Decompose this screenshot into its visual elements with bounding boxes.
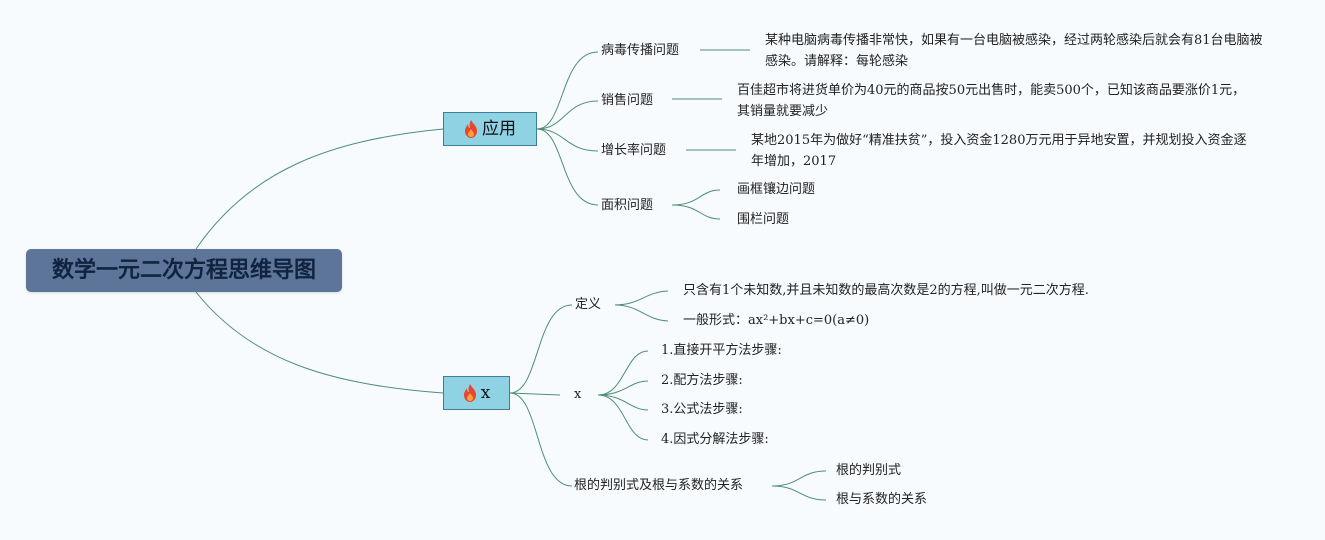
link-app-sales [536,100,599,130]
topic-discriminant[interactable]: 根的判别式 [836,463,902,478]
link-app-virus [536,51,599,130]
topic-virus-spread-detail[interactable]: 某种电脑病毒传播非常快，如果有一台电脑被感染，经过两轮感染后就会有81台电脑被感… [765,33,1263,69]
link-x-def [509,304,573,394]
topic-methods[interactable]: x [574,387,582,402]
branch-application[interactable]: 应用 [443,112,537,146]
link-root-app [195,128,444,250]
link-app-area [536,128,599,206]
link-x-roots [509,392,573,487]
fire-icon [463,384,476,402]
link-app-growth [536,128,599,152]
link-root-x [195,291,444,394]
branch-application-label: 应用 [482,119,516,139]
topic-sales-detail[interactable]: 百佳超市将进货单价为40元的商品按50元出售时，能卖500个，已知该商品要涨价1… [737,83,1246,119]
fire-icon [465,120,477,138]
topic-discriminant-relations[interactable]: 根的判别式及根与系数的关系 [574,478,744,493]
method-factoring[interactable]: 4.因式分解法步骤: [661,432,769,447]
branch-x[interactable]: x [443,376,510,410]
topic-area-fence[interactable]: 围栏问题 [737,212,790,227]
method-completing-square[interactable]: 2.配方法步骤: [661,373,743,388]
topic-general-form[interactable]: 一般形式：ax²+bx+c=0(a≠0) [683,313,870,328]
link-x-methods [509,392,561,396]
topic-growth-rate[interactable]: 增长率问题 [601,143,667,158]
topic-sales[interactable]: 销售问题 [601,93,654,108]
method-square-root[interactable]: 1.直接开平方法步骤: [661,343,782,358]
topic-area[interactable]: 面积问题 [601,198,654,213]
topic-area-frame[interactable]: 画框镶边问题 [737,182,816,197]
method-formula[interactable]: 3.公式法步骤: [661,402,743,417]
topic-definition[interactable]: 定义 [575,297,602,312]
topic-definition-text[interactable]: 只含有1个未知数,并且未知数的最高次数是2的方程,叫做一元二次方程. [683,283,1089,298]
root-topic[interactable]: 数学一元二次方程思维导图 [26,249,342,292]
branch-x-label: x [480,383,491,403]
topic-growth-rate-detail[interactable]: 某地2015年为做好“精准扶贫”，投入资金1280万元用于异地安置，并规划投入资… [751,133,1247,169]
topic-vieta-relations[interactable]: 根与系数的关系 [836,492,928,507]
topic-virus-spread[interactable]: 病毒传播问题 [601,43,680,58]
